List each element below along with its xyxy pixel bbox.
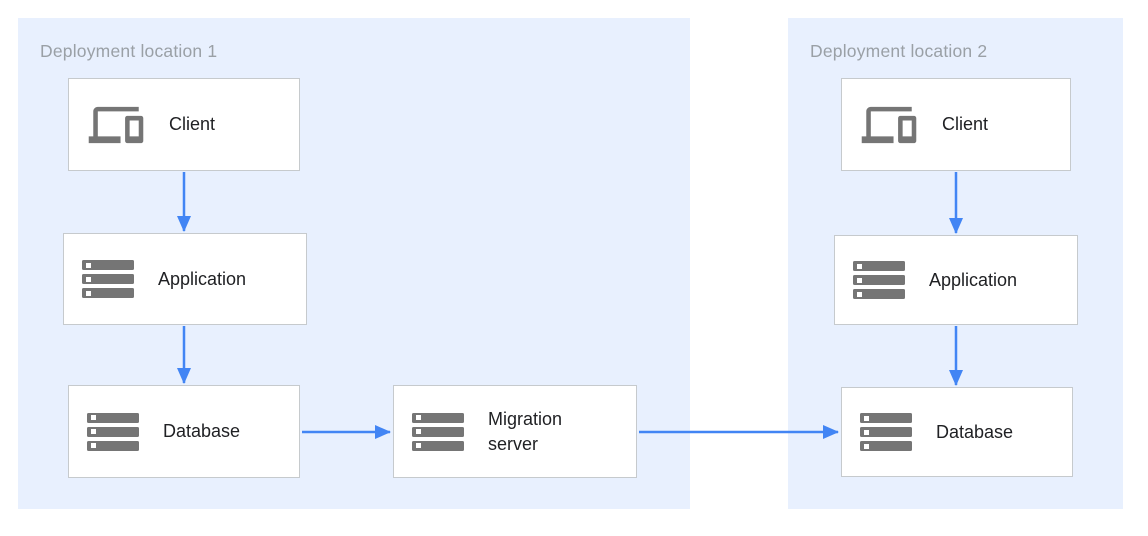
devices-icon [87,100,145,150]
node-label: Client [169,114,216,135]
server-stack-icon [82,260,134,298]
node-label: Migration server [488,409,563,454]
region-label: Deployment location 1 [40,41,218,61]
region-label: Deployment location 2 [810,41,988,61]
node-label: Client [942,114,989,135]
server-stack-icon [87,412,139,451]
node-database-1: Database [68,385,300,478]
node-client-1: Client [68,78,300,171]
node-label: Application [158,268,247,289]
node-client-2: Client [841,78,1071,171]
server-stack-icon [860,413,912,451]
node-label: Application [929,269,1018,290]
server-stack-icon [412,412,464,451]
node-application-2: Application [834,235,1078,325]
node-label: Database [163,421,241,442]
server-stack-icon [853,261,905,299]
node-label: Database [936,421,1014,442]
node-database-2: Database [841,387,1073,477]
devices-icon [860,100,918,150]
node-application-1: Application [63,233,307,325]
node-migration-server: Migration server [393,385,637,478]
